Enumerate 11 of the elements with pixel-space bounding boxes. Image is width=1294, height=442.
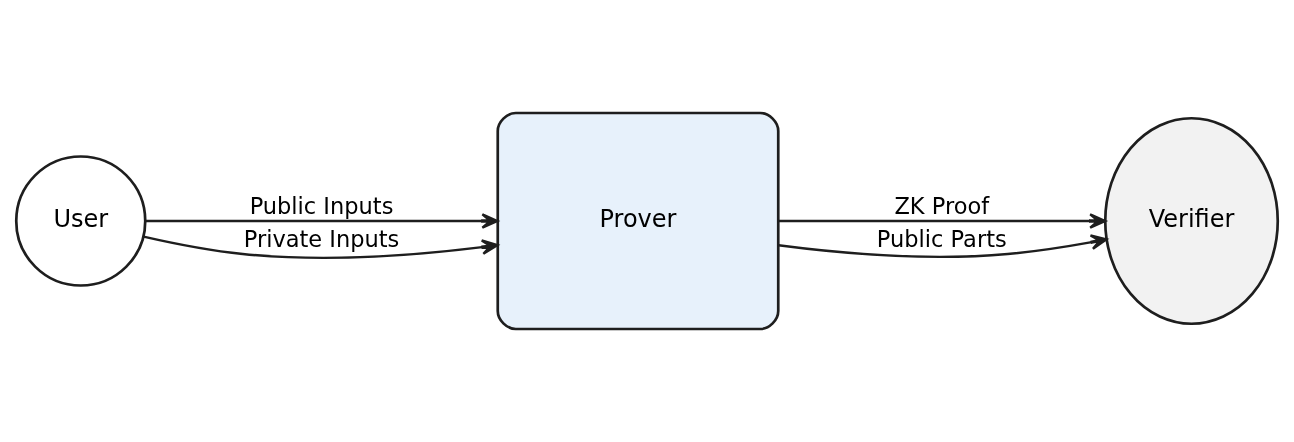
edge-label: Private Inputs <box>243 225 400 252</box>
edge-label: ZK Proof <box>894 192 990 219</box>
node-circle: User <box>14 155 147 287</box>
node-ellipse: Verifier <box>1103 116 1280 326</box>
edge-label: Public Inputs <box>249 192 394 219</box>
arrow <box>778 234 1108 258</box>
arrow <box>145 213 499 229</box>
arrow <box>778 213 1107 229</box>
node-box: Prover <box>496 111 780 331</box>
arrow <box>143 235 499 259</box>
edge-label: Public Parts <box>876 225 1007 252</box>
